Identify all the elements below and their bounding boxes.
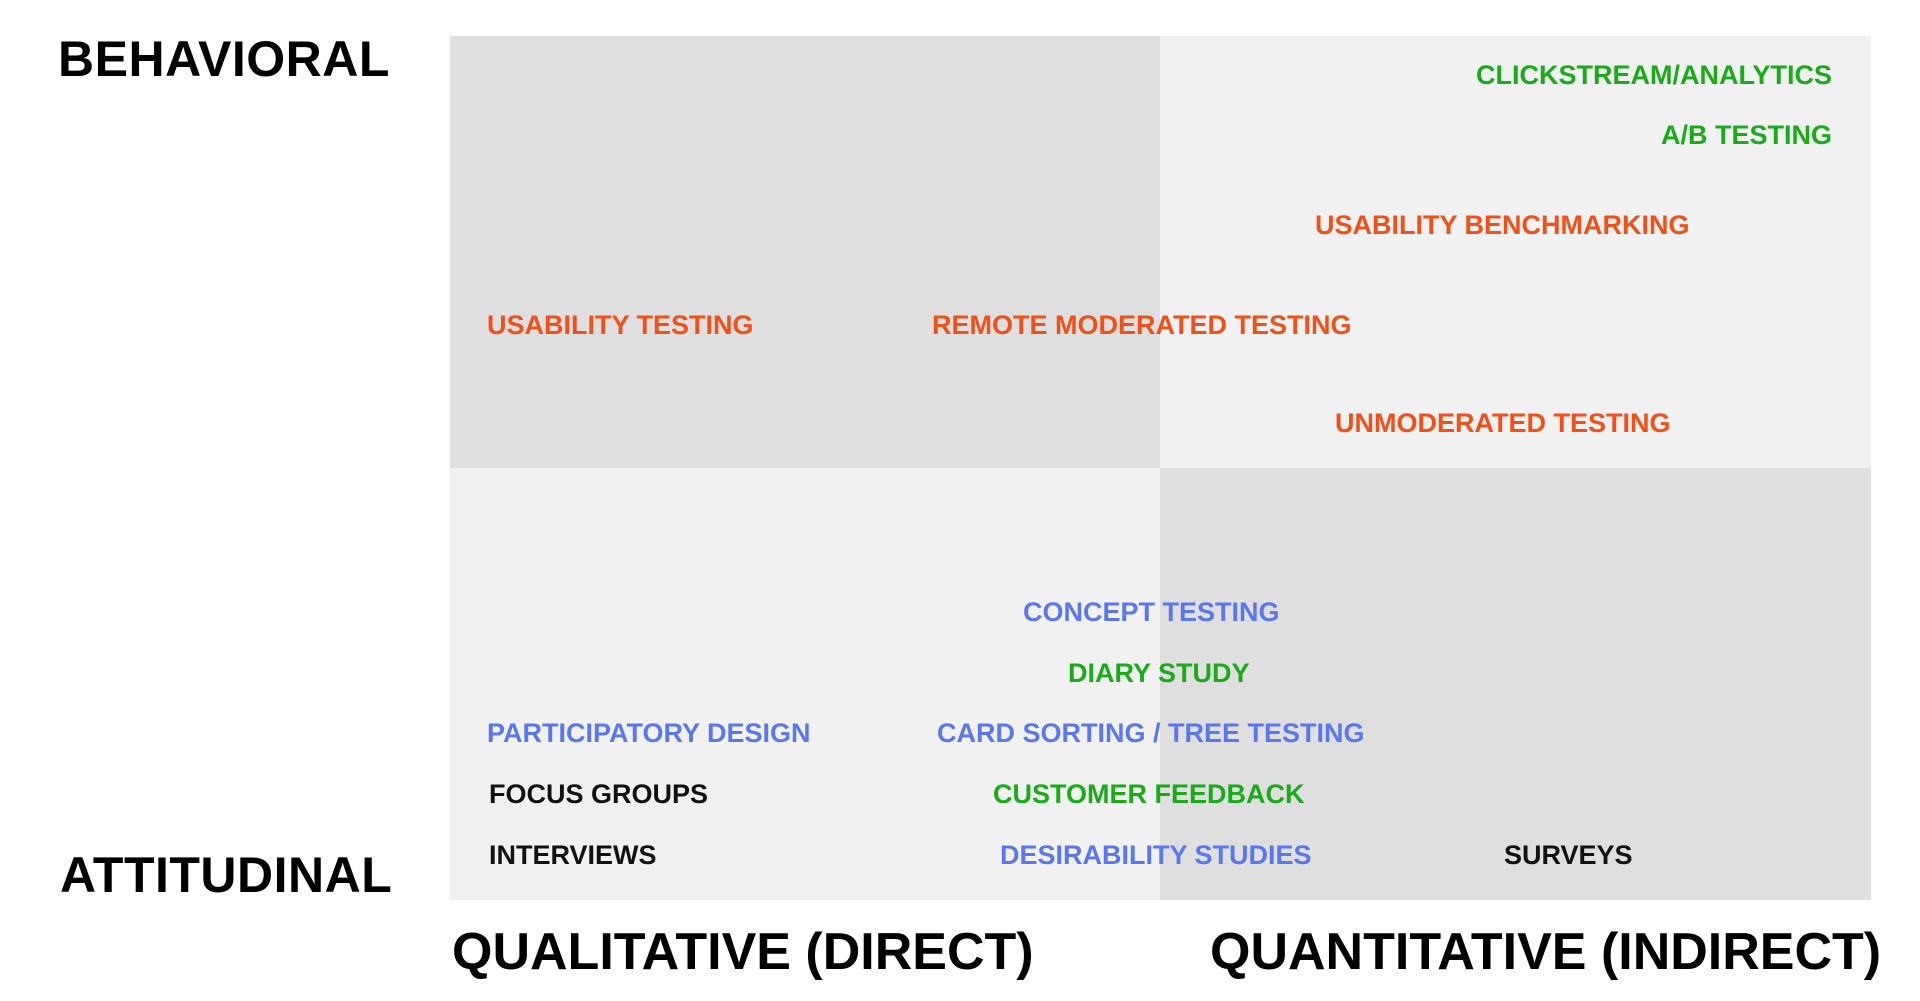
quadrant-attitudinal-quantitative bbox=[1160, 468, 1871, 900]
method-diary-study: DIARY STUDY bbox=[1068, 658, 1250, 688]
quadrant-behavioral-qualitative bbox=[450, 36, 1160, 468]
method-surveys: SURVEYS bbox=[1504, 840, 1633, 870]
method-concept-testing: CONCEPT TESTING bbox=[1023, 597, 1280, 627]
method-remote-moderated-testing: REMOTE MODERATED TESTING bbox=[932, 310, 1352, 340]
method-clickstream-analytics: CLICKSTREAM/ANALYTICS bbox=[1475, 60, 1832, 90]
method-interviews: INTERVIEWS bbox=[489, 840, 657, 870]
method-ab-testing: A/B TESTING bbox=[1660, 120, 1832, 150]
method-participatory-design: PARTICIPATORY DESIGN bbox=[487, 718, 811, 748]
method-customer-feedback: CUSTOMER FEEDBACK bbox=[993, 779, 1305, 809]
axis-label-qualitative: QUALITATIVE (DIRECT) bbox=[452, 923, 1034, 981]
method-card-sorting-tree-testing: CARD SORTING / TREE TESTING bbox=[937, 718, 1365, 748]
axis-label-quantitative: QUANTITATIVE (INDIRECT) bbox=[1210, 923, 1882, 981]
method-usability-testing: USABILITY TESTING bbox=[487, 310, 754, 340]
method-usability-benchmarking: USABILITY BENCHMARKING bbox=[1315, 210, 1690, 240]
axis-label-attitudinal: ATTITUDINAL bbox=[60, 847, 393, 903]
axis-label-behavioral: BEHAVIORAL bbox=[58, 31, 390, 87]
method-desirability-studies: DESIRABILITY STUDIES bbox=[1000, 840, 1312, 870]
method-unmoderated-testing: UNMODERATED TESTING bbox=[1335, 408, 1671, 438]
quadrant-behavioral-quantitative bbox=[1160, 36, 1871, 468]
method-focus-groups: FOCUS GROUPS bbox=[489, 779, 709, 809]
quadrant-attitudinal-qualitative bbox=[450, 468, 1160, 900]
